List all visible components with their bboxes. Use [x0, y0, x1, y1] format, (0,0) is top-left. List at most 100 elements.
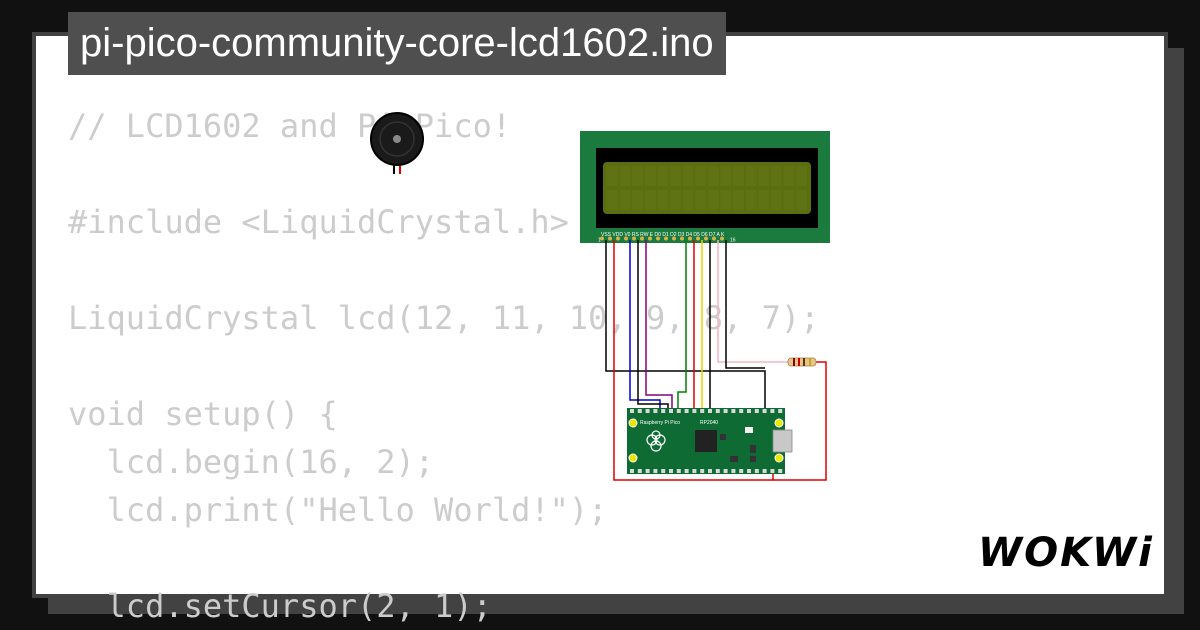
- pico-pin: [739, 469, 744, 473]
- pico-pin: [669, 469, 673, 473]
- lcd-pin: [688, 236, 692, 241]
- lcd-pin: [656, 236, 660, 241]
- code-line: void setup() {: [68, 395, 338, 433]
- lcd1602-display[interactable]: VSS VDD V0 RS RW E D0 D1 D2 D3 D4 D5 D6 …: [580, 131, 830, 244]
- wire-d4: [677, 240, 687, 410]
- pico-pin: [676, 409, 681, 413]
- pico-pin: [684, 469, 689, 473]
- pico-pin: [762, 469, 767, 473]
- pico-pin: [630, 469, 634, 473]
- lcd-pin-first: 1: [598, 238, 601, 244]
- lcd-pin: [720, 236, 724, 241]
- wokwi-logo: WOKWi: [978, 530, 1154, 576]
- lcd-cell: [670, 190, 681, 210]
- wire-anode: [717, 240, 788, 363]
- lcd-cell: [632, 166, 644, 186]
- pico-pin: [653, 409, 658, 413]
- lcd-pin: [616, 236, 620, 241]
- pico-pin: [754, 409, 759, 413]
- lcd-cell: [758, 190, 770, 210]
- lcd-cell: [682, 190, 694, 210]
- lcd-pin-header: [600, 236, 724, 241]
- wire-cathode: [725, 240, 765, 369]
- wires: [605, 240, 827, 481]
- pico-pin: [669, 409, 673, 413]
- lcd-cell: [745, 166, 757, 186]
- wire-e: [645, 240, 673, 410]
- code-line: LiquidCrystal lcd(12, 11, 10, 9, 8, 7);: [68, 299, 820, 337]
- pico-pin: [637, 409, 642, 413]
- lcd-pin: [608, 236, 612, 241]
- lcd-cell: [695, 166, 707, 186]
- pico-pin: [708, 409, 712, 413]
- pico-pin: [770, 409, 775, 413]
- wire-resistor-vcc: [773, 361, 827, 481]
- pico-pin: [692, 469, 697, 473]
- lcd-cell: [783, 190, 795, 210]
- lcd-character-grid: [607, 166, 807, 210]
- lcd-cell: [745, 190, 757, 210]
- lcd-cell: [657, 166, 669, 186]
- code-line: // LCD1602 and Pi Pico!: [68, 107, 512, 145]
- pico-pin: [770, 469, 775, 473]
- lcd-cell: [720, 190, 732, 210]
- pico-pin: [700, 469, 705, 473]
- lcd-pin: [640, 236, 644, 241]
- lcd-pin: [704, 236, 708, 241]
- lcd-cell: [607, 166, 618, 186]
- project-filename: pi-pico-community-core-lcd1602.ino: [68, 12, 726, 75]
- lcd-pin: [672, 236, 676, 241]
- raspberry-pi-pico-board[interactable]: Raspberry Pi Pico RP2040: [627, 408, 793, 474]
- pico-pin: [715, 409, 720, 413]
- pico-pin: [723, 469, 728, 473]
- lcd-cell: [619, 190, 631, 210]
- pico-pin: [630, 409, 634, 413]
- pico-pin: [661, 409, 666, 413]
- wire-vdd: [613, 240, 774, 481]
- pico-pin: [637, 469, 642, 473]
- lcd-cell: [657, 190, 669, 210]
- wire-rw: [637, 240, 669, 410]
- pico-pin: [731, 409, 736, 413]
- code-editor: // LCD1602 and Pi Pico!#include <LiquidC…: [68, 102, 819, 630]
- lcd-pin-last: 16: [730, 238, 736, 244]
- lcd-pin-labels: VSS VDD V0 RS RW E D0 D1 D2 D3 D4 D5 D6 …: [601, 232, 725, 238]
- code-line: lcd.print("Hello World!");: [68, 491, 608, 529]
- resistor[interactable]: [787, 357, 817, 367]
- pico-pin: [715, 469, 720, 473]
- pico-pin: [739, 409, 744, 413]
- pico-pin: [653, 469, 658, 473]
- pico-pin: [676, 469, 681, 473]
- code-line: lcd.begin(16, 2);: [68, 443, 435, 481]
- pico-pin: [645, 409, 650, 413]
- lcd-cell: [796, 166, 807, 186]
- pico-pin: [684, 409, 689, 413]
- lcd-cell: [770, 190, 782, 210]
- pico-pin: [723, 409, 728, 413]
- lcd-pin: [600, 236, 604, 241]
- lcd-cell: [619, 166, 631, 186]
- wokwi-logo-text: WOKWi: [978, 530, 1154, 576]
- pico-pin: [747, 409, 751, 413]
- lcd-cell: [695, 190, 707, 210]
- lcd-cell: [682, 166, 694, 186]
- lcd-cell: [644, 166, 656, 186]
- wire-rs: [629, 240, 661, 410]
- raspberry-logo-icon: [646, 430, 666, 452]
- buzzer[interactable]: [370, 112, 424, 174]
- pico-pin: [692, 409, 697, 413]
- lcd-cell: [733, 166, 744, 186]
- lcd-cell: [720, 166, 732, 186]
- pico-board-label: Raspberry Pi Pico: [640, 420, 680, 426]
- lcd-cell: [607, 190, 618, 210]
- lcd-cell: [770, 166, 782, 186]
- pico-pin: [708, 469, 712, 473]
- pico-pin: [754, 469, 759, 473]
- lcd-pin: [664, 236, 668, 241]
- lcd-pin: [680, 236, 684, 241]
- lcd-cell: [733, 190, 744, 210]
- lcd-pin: [624, 236, 628, 241]
- pico-pin: [747, 469, 751, 473]
- lcd-cell: [796, 190, 807, 210]
